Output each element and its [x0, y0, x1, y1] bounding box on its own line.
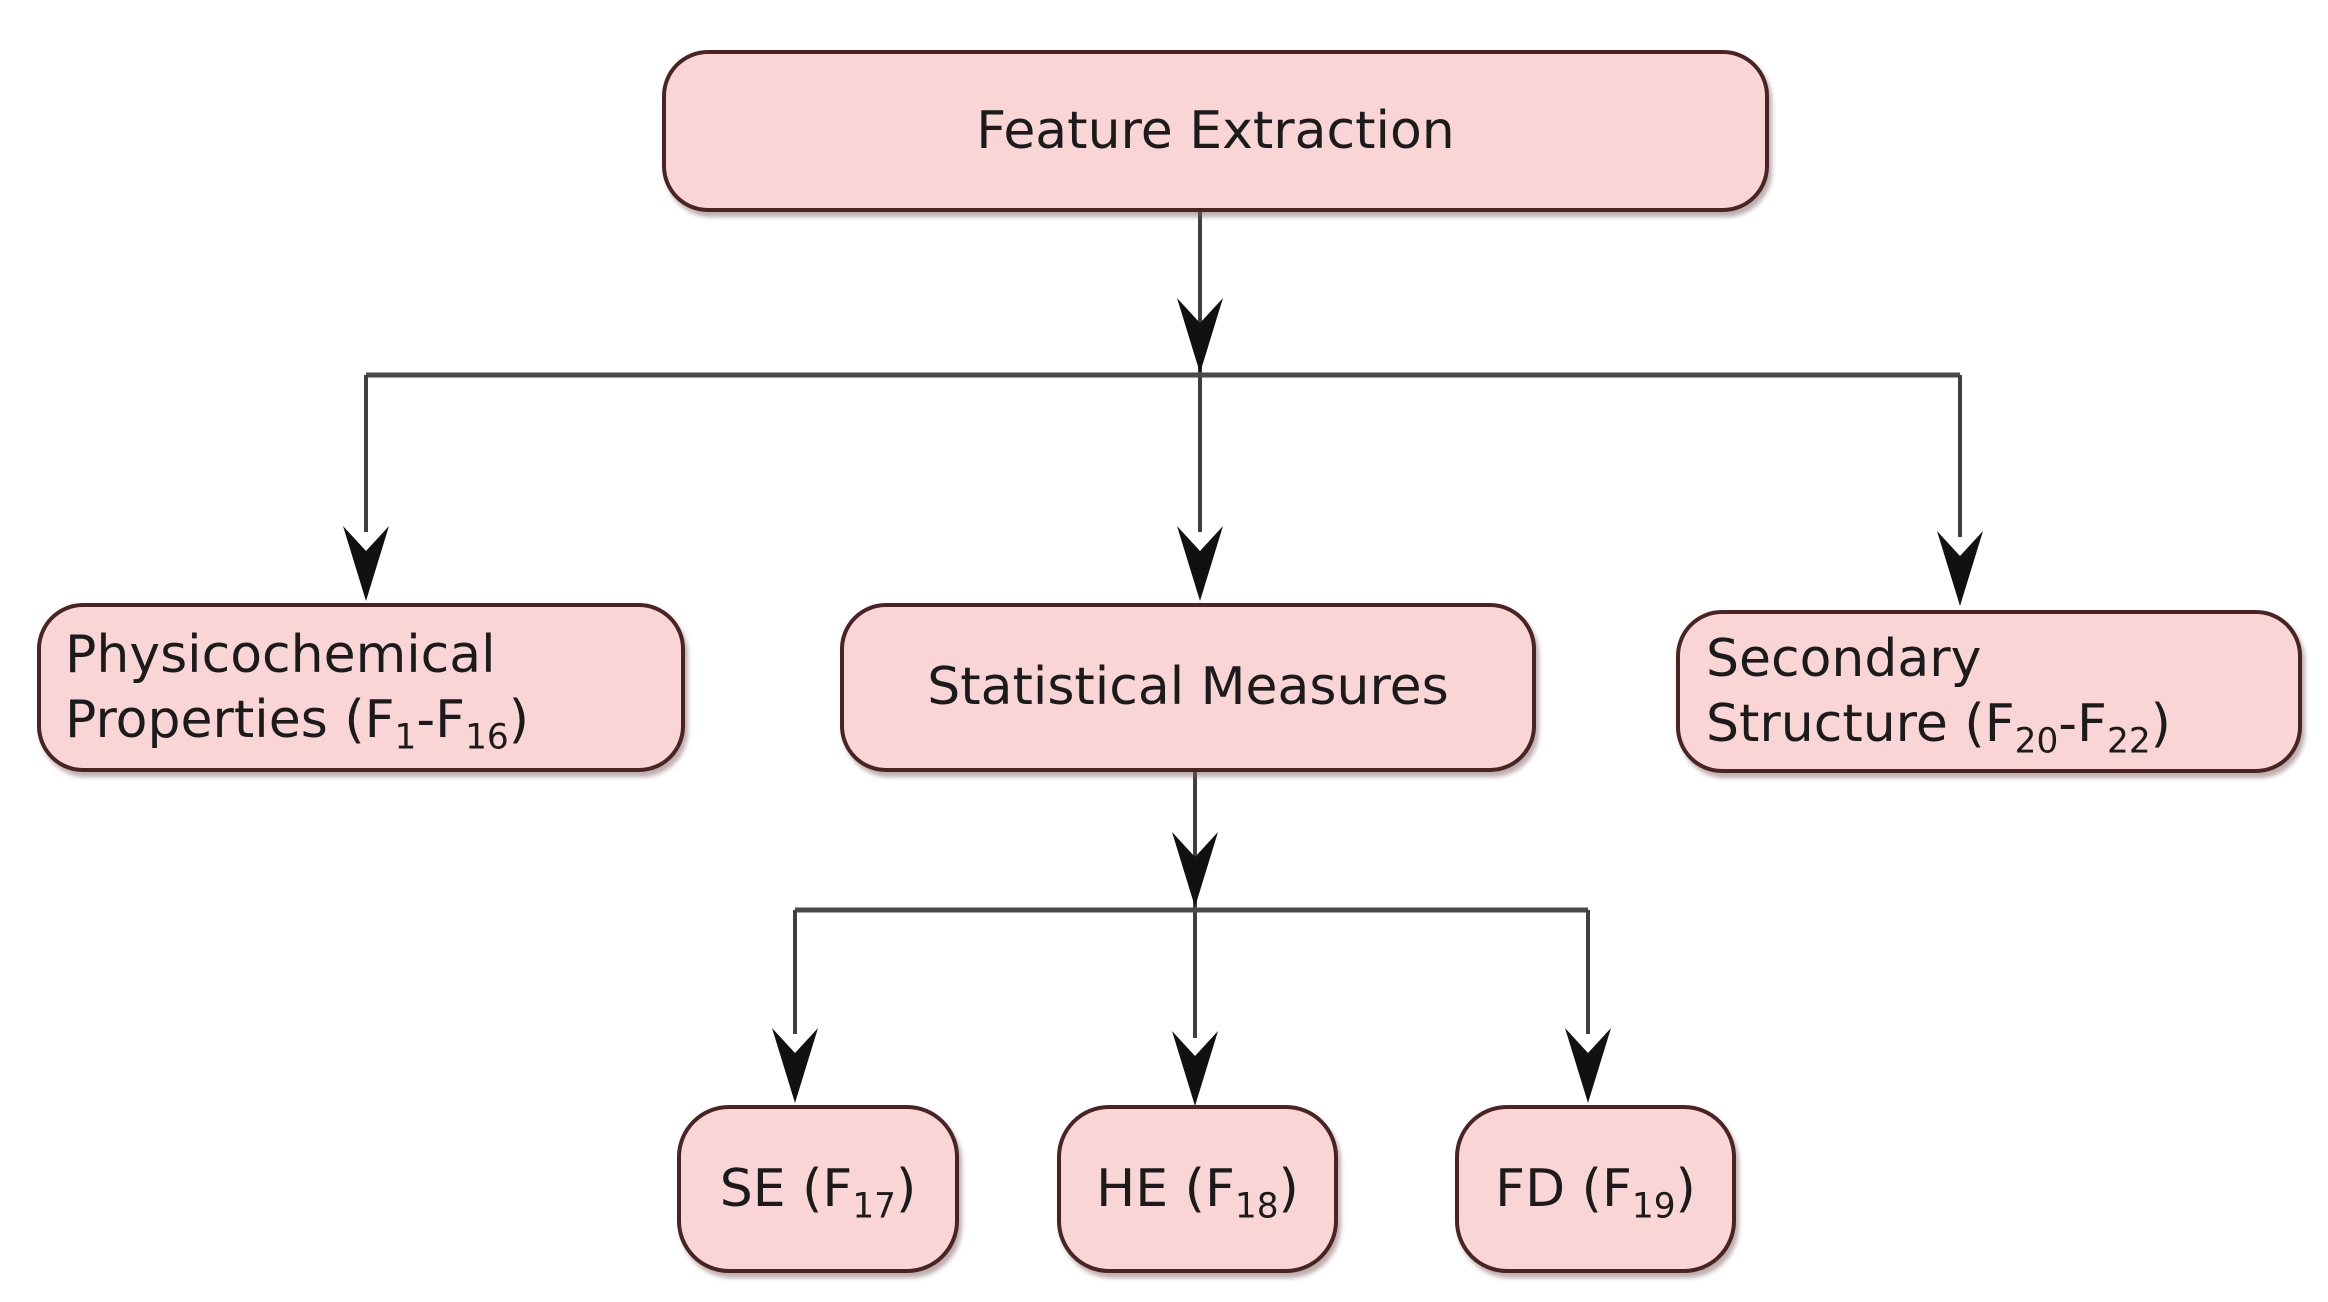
edge-feature-extraction-to-children [343, 212, 1983, 606]
arrowhead-icon [343, 526, 389, 601]
node-fd: FD (F19) [1455, 1105, 1736, 1273]
arrowhead-icon [1172, 1031, 1218, 1106]
node-label: Feature Extraction [976, 100, 1455, 161]
node-se: SE (F17) [677, 1105, 959, 1273]
node-feature-extraction: Feature Extraction [662, 50, 1769, 212]
node-statistical-measures: Statistical Measures [840, 603, 1536, 772]
node-label: Secondary Structure (F20-F22) [1706, 629, 2171, 761]
node-label: Physicochemical Properties (F1-F16) [65, 625, 530, 757]
node-physicochemical-properties: Physicochemical Properties (F1-F16) [37, 603, 685, 772]
node-secondary-structure: Secondary Structure (F20-F22) [1676, 610, 2302, 773]
node-label: SE (F17) [719, 1158, 917, 1227]
arrowhead-icon [1937, 531, 1983, 606]
node-label: Statistical Measures [927, 657, 1449, 718]
edge-statistical-measures-to-children [772, 772, 1611, 1106]
arrowhead-icon [1565, 1028, 1611, 1103]
arrowhead-icon [1177, 526, 1223, 601]
node-label: FD (F19) [1495, 1158, 1696, 1227]
node-label: HE (F18) [1096, 1158, 1299, 1227]
arrowhead-icon [772, 1028, 818, 1103]
node-he: HE (F18) [1057, 1105, 1338, 1273]
